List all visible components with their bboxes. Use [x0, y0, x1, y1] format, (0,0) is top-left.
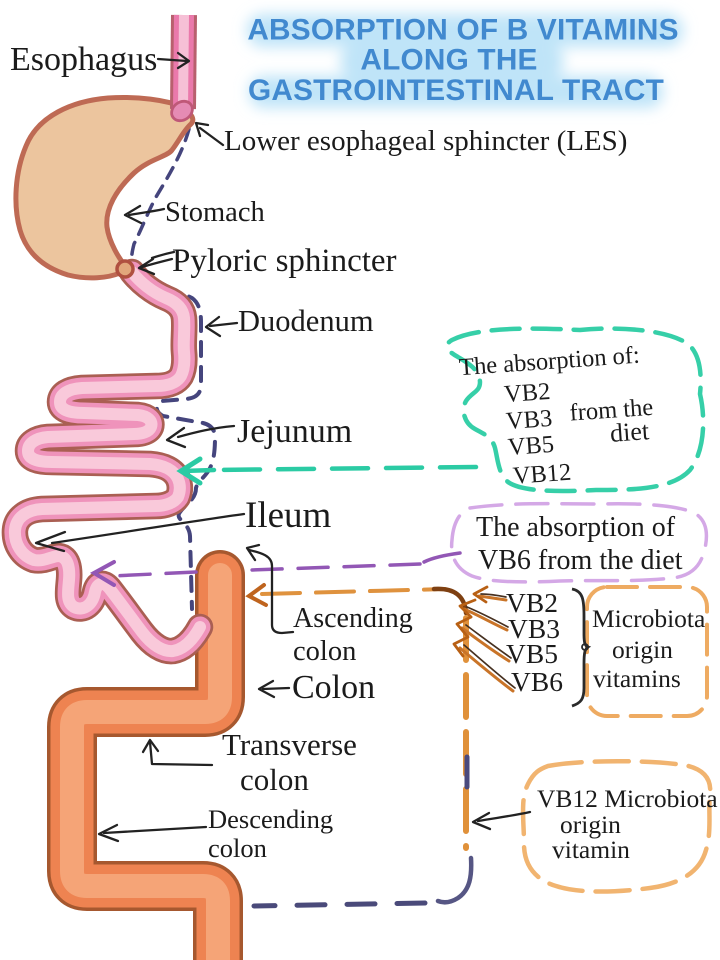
- svg-text:Transverse: Transverse: [222, 727, 357, 762]
- svg-text:Descending: Descending: [208, 804, 333, 834]
- svg-text:Jejunum: Jejunum: [237, 413, 352, 450]
- svg-text:Ileum: Ileum: [245, 495, 332, 536]
- svg-text:VB3: VB3: [508, 613, 560, 644]
- svg-text:VB5: VB5: [506, 638, 558, 669]
- svg-text:origin: origin: [560, 810, 621, 839]
- svg-text:Lower esophageal sphincter (LE: Lower esophageal sphincter (LES): [224, 125, 627, 157]
- svg-text:Colon: Colon: [292, 669, 375, 706]
- svg-text:colon: colon: [208, 833, 267, 863]
- svg-text:The absorption of: The absorption of: [476, 512, 676, 543]
- svg-text:vitamin: vitamin: [552, 835, 630, 864]
- svg-text:VB3: VB3: [505, 405, 553, 435]
- svg-text:Pyloric sphincter: Pyloric sphincter: [172, 243, 397, 279]
- svg-text:colon: colon: [240, 762, 309, 797]
- svg-text:Microbiota: Microbiota: [592, 604, 705, 633]
- svg-text:Duodenum: Duodenum: [238, 304, 374, 338]
- svg-text:VB5: VB5: [507, 431, 555, 461]
- svg-text:Esophagus: Esophagus: [10, 41, 157, 78]
- svg-text:ABSORPTION OF B VITAMINS: ABSORPTION OF B VITAMINS: [247, 14, 678, 47]
- svg-text:Stomach: Stomach: [165, 197, 265, 228]
- svg-text:ALONG THE: ALONG THE: [360, 44, 537, 77]
- svg-text:VB6: VB6: [511, 666, 563, 697]
- svg-text:VB2: VB2: [503, 378, 551, 408]
- svg-text:VB12 Microbiota: VB12 Microbiota: [537, 784, 718, 813]
- svg-text:diet: diet: [609, 416, 651, 448]
- svg-text:vitamins: vitamins: [593, 664, 681, 693]
- svg-text:VB2: VB2: [506, 587, 558, 618]
- svg-text:VB12: VB12: [512, 459, 572, 490]
- svg-text:origin: origin: [612, 635, 673, 664]
- svg-text:VB6 from the diet: VB6 from the diet: [478, 545, 683, 576]
- svg-text:colon: colon: [293, 636, 356, 667]
- svg-text:GASTROINTESTINAL TRACT: GASTROINTESTINAL TRACT: [248, 74, 664, 107]
- svg-text:from the: from the: [569, 394, 654, 427]
- svg-text:Ascending: Ascending: [293, 603, 413, 634]
